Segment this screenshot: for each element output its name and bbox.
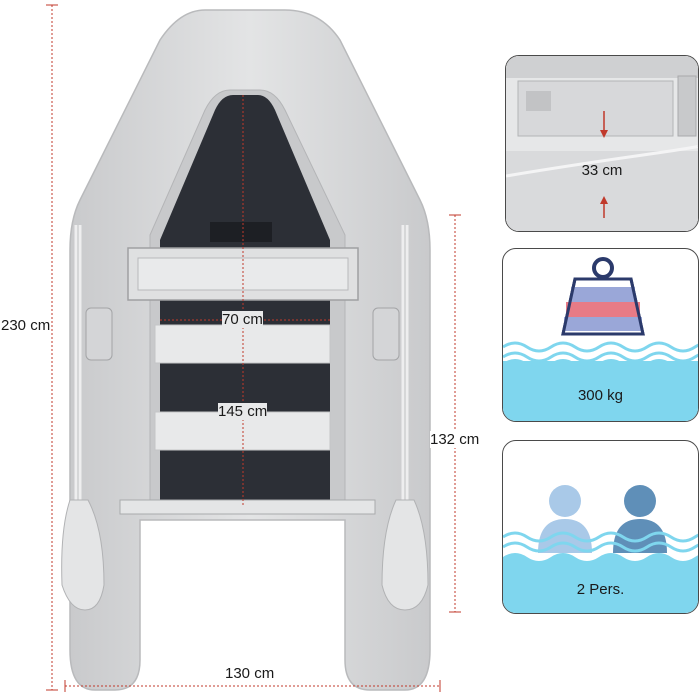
waves-icon bbox=[503, 531, 698, 613]
load-capacity-panel: 300 kg bbox=[502, 248, 699, 422]
seat-width-label: 70 cm bbox=[222, 311, 263, 328]
person-capacity-panel: 2 Pers. bbox=[502, 440, 699, 614]
person-capacity-label: 2 Pers. bbox=[576, 581, 625, 598]
weight-icon bbox=[561, 257, 645, 336]
floor-length-label: 145 cm bbox=[218, 403, 268, 420]
length-label: 230 cm bbox=[1, 317, 51, 334]
width-label: 130 cm bbox=[225, 665, 275, 682]
tube-height-label: 33 cm bbox=[581, 162, 623, 179]
tube-height-panel: 33 cm bbox=[505, 55, 699, 232]
person-icon bbox=[538, 485, 592, 553]
waves-icon bbox=[503, 341, 698, 421]
tube-closeup-image bbox=[506, 56, 698, 231]
inner-length-label: 132 cm bbox=[430, 431, 480, 448]
load-capacity-label: 300 kg bbox=[577, 387, 624, 404]
